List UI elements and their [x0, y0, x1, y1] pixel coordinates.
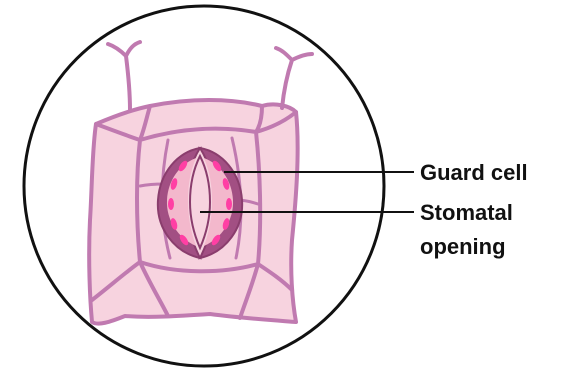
guard-cell-label: Guard cell: [420, 160, 528, 185]
stomatal-opening-label-line2: opening: [420, 234, 506, 259]
stomatal-opening-label-line1: Stomatal: [420, 200, 513, 225]
chloroplast: [168, 198, 174, 210]
chloroplast: [226, 198, 232, 210]
